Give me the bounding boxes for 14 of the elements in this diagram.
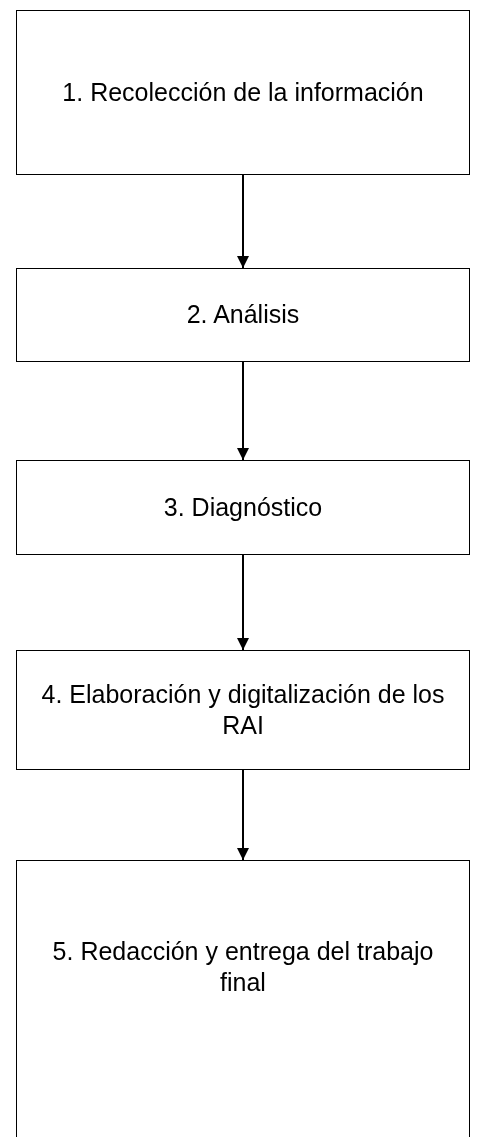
step-label: 1. Recolección de la información: [62, 76, 424, 108]
arrow: [237, 174, 249, 269]
process-box: [16, 460, 470, 555]
step-label: 4. Elaboración y digitalización de los RAI: [40, 678, 446, 741]
arrow: [237, 554, 249, 651]
process-box: [16, 10, 470, 175]
arrow: [237, 769, 249, 861]
process-box: [16, 860, 470, 1137]
process-box: [16, 650, 470, 770]
process-box: [16, 268, 470, 362]
step-label: 2. Análisis: [186, 299, 300, 331]
step-label: 3. Diagnóstico: [163, 491, 323, 523]
step-label: 5. Redacción y entrega del trabajo final: [51, 936, 435, 999]
arrow: [237, 361, 249, 461]
